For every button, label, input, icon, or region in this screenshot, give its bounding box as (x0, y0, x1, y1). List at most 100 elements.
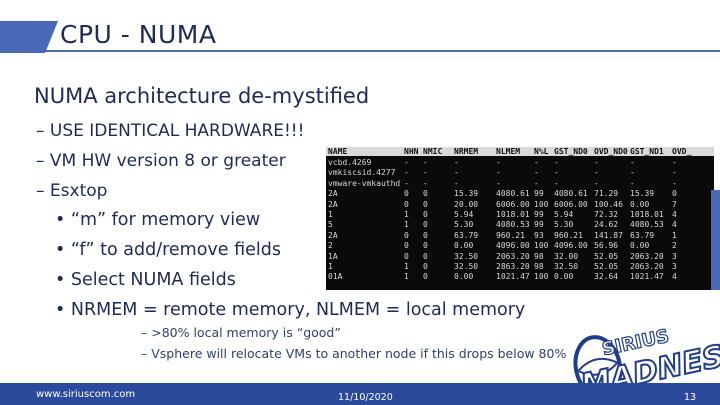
esxtop-cell: - (454, 158, 459, 167)
esxtop-col-header: NRMEM (454, 147, 479, 156)
esxtop-cell: 0 (423, 210, 428, 219)
esxtop-cell: 0 (672, 189, 677, 199)
footer-date: 11/10/2020 (338, 392, 393, 403)
esxtop-col-header: GST_ND0 (554, 147, 588, 156)
esxtop-cell: 0 (404, 251, 409, 261)
bullet-l1: – Esxtop (36, 181, 108, 201)
esxtop-col-header: OVD_ND0 (594, 147, 628, 156)
esxtop-cell: 1 (328, 210, 333, 219)
esxtop-cell: 0.00 (454, 272, 474, 282)
esxtop-cell: 15.39 (454, 189, 479, 199)
esxtop-cell: - (672, 158, 677, 167)
esxtop-col-header: NMIC (423, 147, 443, 156)
slide-title: CPU - NUMA (60, 20, 217, 49)
esxtop-cell: 141.87 (594, 230, 623, 240)
bullet-l1: – VM HW version 8 or greater (36, 151, 286, 171)
esxtop-col-header: N%L (534, 147, 549, 156)
esxtop-cell: 0 (404, 189, 409, 199)
bullet-l3: – >80% local memory is “good” (141, 325, 341, 340)
esxtop-cell: - (672, 168, 677, 178)
esxtop-cell: 100 (534, 241, 549, 251)
esxtop-cell: - (630, 178, 635, 188)
bullet-l2: • “m” for memory view (55, 210, 261, 230)
esxtop-cell: - (594, 178, 599, 188)
esxtop-cell: 2A (328, 199, 338, 209)
esxtop-cell: 100.46 (594, 199, 623, 209)
esxtop-cell: 0 (423, 220, 428, 230)
esxtop-cell: 1018.01 (496, 210, 530, 219)
esxtop-cell: - (423, 158, 428, 167)
esxtop-cell: - (554, 168, 559, 178)
esxtop-cell: - (423, 178, 428, 188)
esxtop-cell: - (404, 158, 409, 167)
esxtop-col-header: NLMEM (496, 147, 521, 156)
esxtop-cell: - (404, 168, 409, 178)
bullet-l3: – Vsphere will relocate VMs to another n… (141, 346, 567, 361)
footer-url: www.siriuscom.com (36, 389, 136, 400)
esxtop-cell: 0 (404, 230, 409, 240)
esxtop-cell: 0 (423, 230, 428, 240)
esxtop-cell: 5.30 (454, 220, 474, 230)
esxtop-cell: - (454, 168, 459, 178)
esxtop-cell: 1 (328, 262, 333, 271)
side-tab (711, 190, 720, 290)
esxtop-cell: 0 (423, 251, 428, 261)
bullet-l2: • Select NUMA fields (55, 270, 236, 290)
esxtop-cell: 98 (534, 251, 544, 261)
esxtop-cell: 2863.20 (496, 262, 530, 271)
esxtop-cell: 2063.20 (630, 262, 664, 271)
esxtop-cell: 32.50 (454, 262, 479, 271)
esxtop-cell: 4096.00 (496, 241, 530, 251)
esxtop-cell: 7 (672, 199, 677, 209)
esxtop-cell: 93 (534, 230, 544, 240)
esxtop-cell: - (672, 178, 677, 188)
esxtop-cell: 52.05 (594, 262, 619, 271)
esxtop-cell: 4080.53 (630, 220, 664, 230)
esxtop-col-header: NAME (328, 147, 348, 156)
esxtop-cell: 99 (534, 189, 544, 199)
esxtop-cell: 1018.01 (630, 210, 664, 219)
slide-subtitle: NUMA architecture de-mystified (34, 84, 370, 108)
esxtop-cell: 0 (423, 199, 428, 209)
esxtop-cell: 2A (328, 230, 338, 240)
esxtop-cell: 2 (328, 241, 333, 251)
esxtop-cell: 2 (672, 241, 677, 251)
esxtop-cell: 4 (672, 272, 677, 282)
header-underline (44, 50, 720, 52)
esxtop-col-header: OVD_ (672, 147, 692, 156)
esxtop-cell: 0.00 (630, 241, 650, 251)
esxtop-cell: - (534, 168, 539, 178)
esxtop-cell: 1 (404, 210, 409, 219)
esxtop-cell: 4 (672, 220, 677, 230)
esxtop-cell: 15.39 (630, 189, 655, 199)
esxtop-cell: 1021.47 (496, 272, 530, 282)
esxtop-cell: 63.79 (630, 230, 655, 240)
esxtop-cell: 0 (423, 262, 428, 271)
esxtop-cell: 3 (672, 262, 677, 271)
esxtop-cell: vmkiscsid.4277 (328, 168, 396, 178)
esxtop-cell: - (404, 178, 409, 188)
page-number: 13 (684, 392, 697, 403)
esxtop-cell: - (534, 158, 539, 167)
esxtop-cell: 4080.61 (496, 189, 530, 199)
esxtop-cell: 32.00 (554, 251, 579, 261)
esxtop-cell: 4 (672, 210, 677, 219)
esxtop-cell: 4080.53 (496, 220, 530, 230)
esxtop-cell: - (554, 178, 559, 188)
esxtop-cell: - (496, 178, 501, 188)
esxtop-cell: 32.50 (554, 262, 579, 271)
esxtop-cell: 1 (672, 230, 677, 240)
esxtop-cell: 100 (534, 199, 549, 209)
esxtop-cell: 24.62 (594, 220, 619, 230)
esxtop-cell: 99 (534, 220, 544, 230)
esxtop-cell: - (630, 168, 635, 178)
esxtop-cell: 4096.00 (554, 241, 588, 251)
esxtop-cell: 1A (328, 251, 338, 261)
esxtop-cell: 56.96 (594, 241, 619, 251)
esxtop-cell: 0.00 (554, 272, 574, 282)
esxtop-cell: 1021.47 (630, 272, 664, 282)
esxtop-cell: 0.00 (630, 199, 650, 209)
esxtop-cell: 0 (404, 241, 409, 251)
